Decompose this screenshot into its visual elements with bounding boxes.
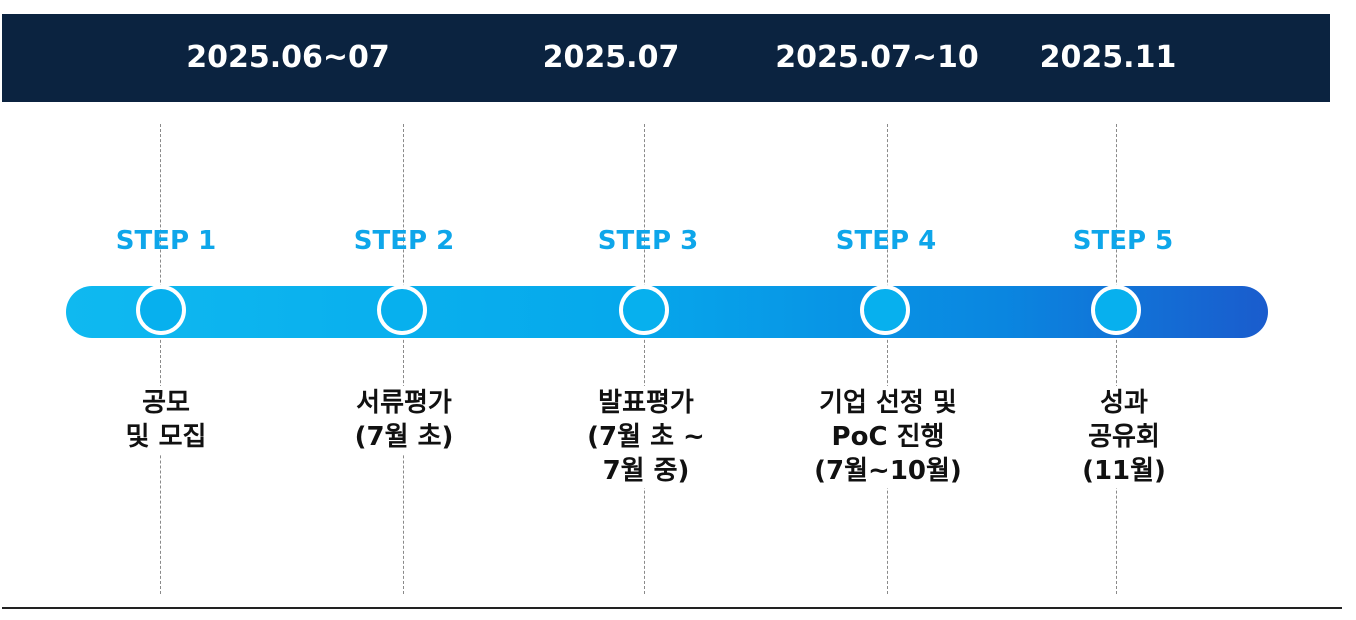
step-5-line-1: 성과 xyxy=(1098,386,1150,420)
step-label-3: STEP 3 xyxy=(597,226,699,256)
timeline-header-bar xyxy=(2,14,1330,102)
step-marker-1 xyxy=(136,285,186,335)
divider-line-1 xyxy=(160,124,161,594)
bottom-divider xyxy=(2,607,1342,609)
date-label-3: 2025.07~10 xyxy=(775,40,979,75)
step-marker-3 xyxy=(619,285,669,335)
divider-line-2 xyxy=(403,124,404,594)
divider-line-5 xyxy=(1116,124,1117,594)
step-label-5: STEP 5 xyxy=(1072,226,1174,256)
step-label-4: STEP 4 xyxy=(835,226,937,256)
step-marker-4 xyxy=(860,285,910,335)
step-3-line-3: 7월 중) xyxy=(600,454,692,488)
date-label-4: 2025.11 xyxy=(1039,40,1177,75)
step-4-line-2: PoC 진행 xyxy=(829,420,947,454)
step-label-1: STEP 1 xyxy=(115,226,217,256)
step-2-line-2: (7월 초) xyxy=(352,420,456,454)
step-1-line-2: 및 모집 xyxy=(123,420,209,454)
step-marker-5 xyxy=(1091,285,1141,335)
step-description-4: 기업 선정 및 PoC 진행 (7월~10월) xyxy=(768,386,1008,488)
date-label-1: 2025.06~07 xyxy=(186,40,390,75)
step-description-5: 성과 공유회 (11월) xyxy=(1004,386,1244,488)
divider-line-4 xyxy=(887,124,888,594)
date-label-2: 2025.07 xyxy=(542,40,680,75)
divider-line-3 xyxy=(644,124,645,594)
step-description-3: 발표평가 (7월 초 ~ 7월 중) xyxy=(526,386,766,488)
step-4-line-1: 기업 선정 및 xyxy=(817,386,959,420)
step-4-line-3: (7월~10월) xyxy=(812,454,964,488)
step-3-line-1: 발표평가 xyxy=(596,386,696,420)
step-marker-2 xyxy=(377,285,427,335)
step-5-line-2: 공유회 xyxy=(1086,420,1162,454)
step-2-line-1: 서류평가 xyxy=(354,386,454,420)
step-description-1: 공모 및 모집 xyxy=(46,386,286,454)
step-1-line-1: 공모 xyxy=(140,386,192,420)
step-description-2: 서류평가 (7월 초) xyxy=(284,386,524,454)
step-5-line-3: (11월) xyxy=(1080,454,1168,488)
step-3-line-2: (7월 초 ~ xyxy=(585,420,707,454)
step-label-2: STEP 2 xyxy=(353,226,455,256)
